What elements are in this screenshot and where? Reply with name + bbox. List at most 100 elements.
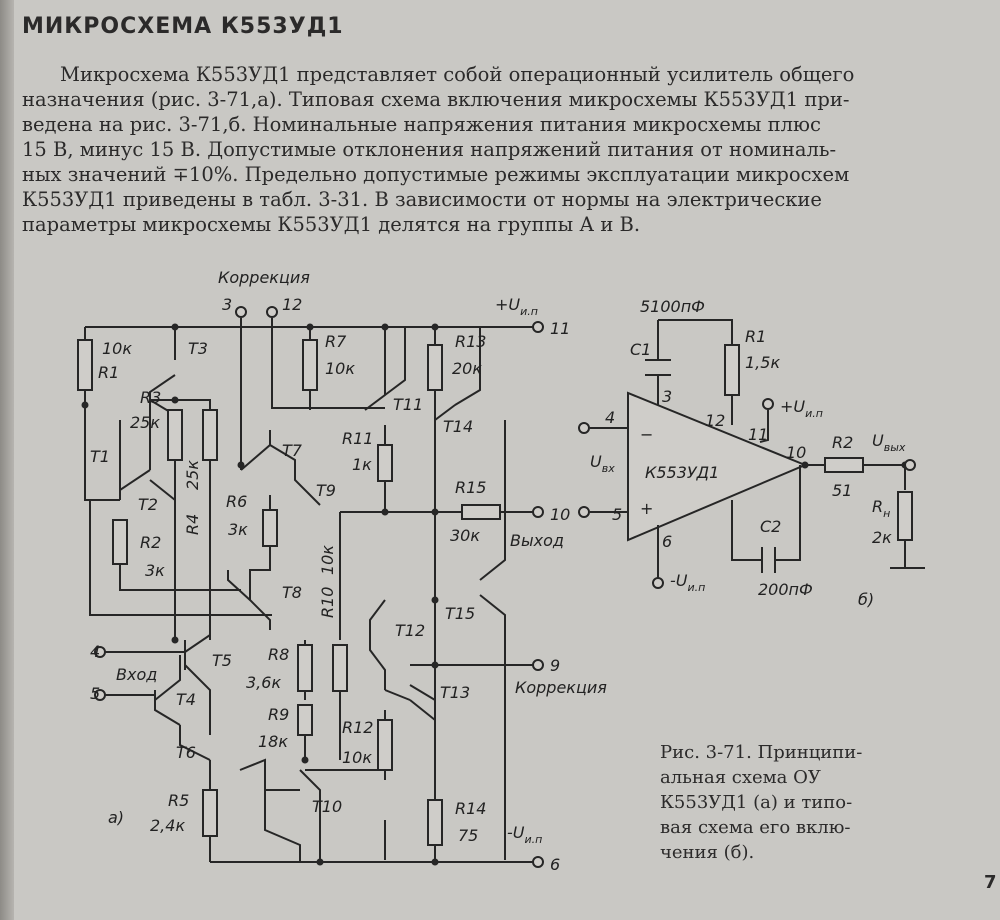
resistor-r12 <box>377 719 393 771</box>
resistor-b-r2 <box>824 457 864 473</box>
r4-name: R4 <box>183 514 202 535</box>
pin-11-label: 11 <box>550 319 570 338</box>
r9-name: R9 <box>268 705 289 724</box>
rl-value: 2к <box>872 528 892 547</box>
resistor-r6 <box>262 509 278 547</box>
paragraph-line: 15 В, минус 15 В. Допустимые отклонения … <box>22 138 837 161</box>
resistor-r4 <box>202 409 218 461</box>
schematic-a-resistors <box>77 339 501 846</box>
r10-name: R10 <box>318 587 337 618</box>
book-binding-edge <box>0 0 14 920</box>
b-pin6-label: 6 <box>662 532 672 551</box>
schematic-b: 5100пФ C1 R1 1,5к 3 12 +Uи.п 11 4 Uвх К5… <box>578 297 925 609</box>
schematic-a-pins <box>94 306 544 868</box>
r12-name: R12 <box>342 718 373 737</box>
t12-label: T12 <box>395 621 425 640</box>
r7-value: 10к <box>325 359 355 378</box>
caption-line: вая схема его вклю- <box>660 817 851 838</box>
t6-label: T6 <box>176 743 196 762</box>
r14-value: 75 <box>458 826 478 845</box>
pin-3-terminal <box>235 306 247 318</box>
paragraph-line: ведена на рис. 3-71,б. Номинальные напря… <box>22 113 821 136</box>
resistor-r2 <box>112 519 128 565</box>
resistor-b-r1 <box>724 344 740 396</box>
opamp-triangle <box>627 391 808 542</box>
vminus-label: -Uи.п <box>507 823 542 846</box>
caption-line: К553УД1 (а) и типо- <box>660 792 853 813</box>
r5-value: 2,4к <box>150 816 185 835</box>
caption-line: чения (б). <box>660 842 755 863</box>
inverting-sign: − <box>640 425 653 444</box>
t15-label: T15 <box>445 604 475 623</box>
pin-9-terminal <box>532 659 544 671</box>
uin-label: Uвх <box>590 452 615 475</box>
input-b-plus-terminal <box>578 506 590 518</box>
input-b-minus-terminal <box>578 422 590 434</box>
schematic-a-junctions <box>81 323 439 866</box>
pin-4-terminal <box>94 646 106 658</box>
uout-label: Uвых <box>872 431 906 454</box>
pin-11-terminal <box>532 321 544 333</box>
figure-b-label: б) <box>858 590 874 609</box>
section-heading: МИКРОСХЕМА К553УД1 <box>22 14 344 39</box>
t2-label: T2 <box>138 495 158 514</box>
figure-caption: Рис. 3-71. Принципи- альная схема ОУ К55… <box>660 740 960 865</box>
r14-name: R14 <box>455 799 486 818</box>
noninverting-sign: + <box>640 499 653 518</box>
pin-4-label: 4 <box>90 642 100 661</box>
r10-value: 10к <box>318 545 337 575</box>
t14-label: T14 <box>443 417 473 436</box>
resistor-b-rl <box>897 491 913 541</box>
resistor-r8 <box>297 644 313 692</box>
b-pin12-label: 12 <box>705 411 725 430</box>
b-pin11-label: 11 <box>748 425 768 444</box>
b-pin5-label: 5 <box>612 505 622 524</box>
b-r1-name: R1 <box>745 327 766 346</box>
pin-12-label: 12 <box>282 295 302 314</box>
r6-value: 3к <box>228 520 248 539</box>
c1-value: 5100пФ <box>640 297 705 316</box>
paragraph-line: Микросхема К553УД1 представляет собой оп… <box>60 63 855 86</box>
t7-label: T7 <box>282 441 303 460</box>
resistor-r3 <box>167 409 183 461</box>
r15-name: R15 <box>455 478 486 497</box>
b-r2-name: R2 <box>832 433 853 452</box>
resistor-r15 <box>461 504 501 520</box>
b-pin3-label: 3 <box>662 387 672 406</box>
pin-12-terminal <box>266 306 278 318</box>
resistor-r10 <box>332 644 348 692</box>
paragraph-line: параметры микросхемы К553УД1 делятся на … <box>22 213 641 236</box>
r5-name: R5 <box>168 791 189 810</box>
paragraph-line: ных значений ∓10%. Предельно допустимые … <box>22 163 850 186</box>
pin-6-label: 6 <box>550 855 560 874</box>
r2-name: R2 <box>140 533 161 552</box>
caption-line: Рис. 3-71. Принципи- <box>660 742 863 763</box>
resistor-r14 <box>427 799 443 846</box>
t5-label: T5 <box>212 651 232 670</box>
output-label: Выход <box>510 531 564 550</box>
r4-value: 25к <box>183 460 202 490</box>
rl-name: Rн <box>872 497 890 520</box>
r9-value: 18к <box>258 732 288 751</box>
resistor-r9 <box>297 704 313 736</box>
resistor-r1 <box>77 339 93 391</box>
chip-label: К553УД1 <box>645 463 719 482</box>
r3-name: R3 <box>140 388 161 407</box>
b-r1-value: 1,5к <box>745 353 780 372</box>
pin-10-terminal <box>532 506 544 518</box>
r6-name: R6 <box>226 492 247 511</box>
t9-label: T9 <box>316 481 336 500</box>
c2-name: C2 <box>760 517 781 536</box>
b-vminus-label: -Uи.п <box>670 571 705 594</box>
r11-name: R11 <box>342 429 373 448</box>
paragraph-line: К553УД1 приведены в табл. 3-31. В зависи… <box>22 188 822 211</box>
b-pin4-label: 4 <box>605 408 615 427</box>
input-label: Вход <box>116 665 157 684</box>
r15-value: 30к <box>450 526 480 545</box>
r2-value: 3к <box>145 561 165 580</box>
r8-name: R8 <box>268 645 289 664</box>
c1-name: C1 <box>630 340 651 359</box>
b-pin10-label: 10 <box>786 443 806 462</box>
correction-bottom-label: Коррекция <box>515 678 607 697</box>
